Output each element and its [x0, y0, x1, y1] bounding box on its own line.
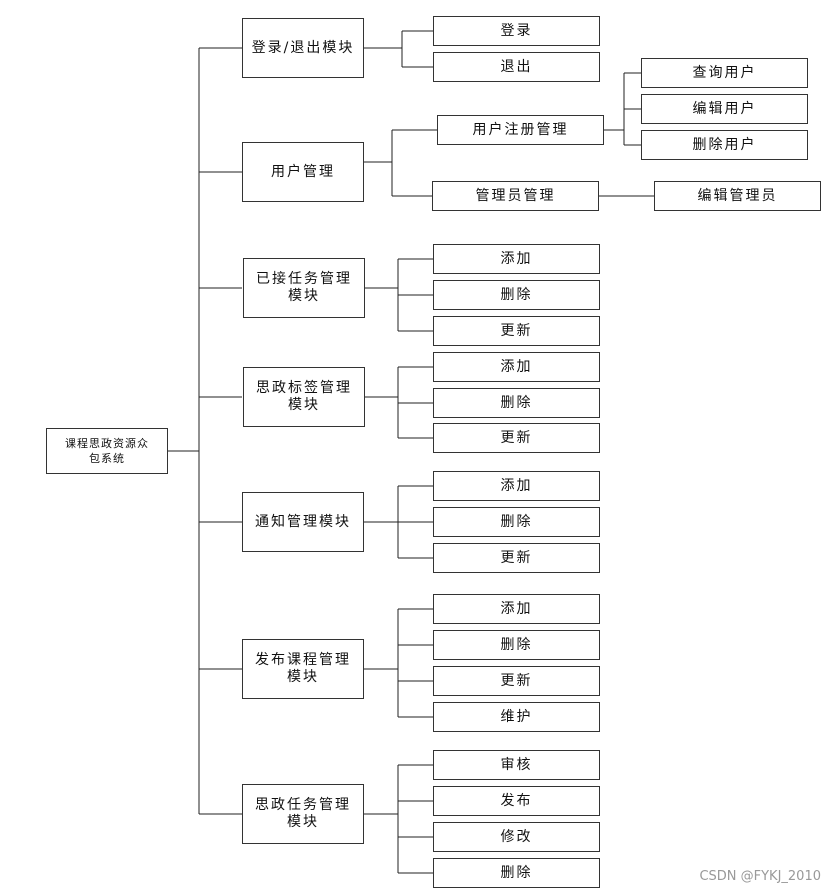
module-node: 发布课程管理模块: [242, 639, 364, 699]
sub-function-node: 编辑用户: [641, 94, 808, 124]
module-node: 通知管理模块: [242, 492, 364, 552]
function-node-label: 管理员管理: [475, 187, 556, 204]
function-node-label: 添加: [500, 358, 533, 375]
function-node: 退出: [433, 52, 600, 82]
watermark-text: CSDN @FYKJ_2010: [699, 869, 821, 884]
module-node: 思政标签管理模块: [243, 367, 365, 427]
module-node-label-line: 已接任务管理: [256, 271, 352, 287]
sub-function-node-label: 删除用户: [692, 136, 757, 153]
function-node-label: 删除: [500, 394, 533, 411]
module-node-label-line: 模块: [287, 814, 319, 830]
sub-function-node: 编辑管理员: [654, 181, 821, 211]
sub-function-node: 删除用户: [641, 130, 808, 160]
function-node-label: 维护: [500, 708, 533, 725]
sub-function-node-label: 编辑管理员: [697, 187, 778, 204]
module-node-label-line: 思政任务管理: [255, 797, 351, 813]
module-node: 用户管理: [242, 142, 364, 202]
function-node: 登录: [433, 16, 600, 46]
function-node: 删除: [433, 280, 600, 310]
function-node-label: 审核: [500, 756, 533, 773]
function-node: 审核: [433, 750, 600, 780]
function-node: 更新: [433, 543, 600, 573]
module-node-label-line: 模块: [288, 397, 320, 413]
function-node-label: 删除: [500, 286, 533, 303]
root-node-label-line: 课程思政资源众: [65, 437, 149, 450]
module-node-label: 用户管理: [271, 163, 335, 180]
function-node-label: 删除: [500, 864, 533, 881]
function-node-label: 更新: [500, 549, 533, 566]
function-node-label: 更新: [500, 672, 533, 689]
function-node: 添加: [433, 352, 600, 382]
sub-function-node-label: 编辑用户: [692, 100, 757, 117]
function-node: 删除: [433, 630, 600, 660]
sub-function-node-label: 查询用户: [692, 64, 757, 81]
function-node-label: 添加: [500, 250, 533, 267]
function-node: 发布: [433, 786, 600, 816]
function-node-label: 更新: [500, 322, 533, 339]
function-node-label: 添加: [500, 600, 533, 617]
function-node: 添加: [433, 594, 600, 624]
function-node: 删除: [433, 507, 600, 537]
function-node-label: 登录: [500, 22, 533, 39]
module-node: 已接任务管理模块: [243, 258, 365, 318]
function-node-label: 删除: [500, 636, 533, 653]
function-node-label: 退出: [500, 58, 533, 75]
function-node: 维护: [433, 702, 600, 732]
module-node-label: 登录/退出模块: [251, 39, 355, 56]
function-node: 管理员管理: [432, 181, 599, 211]
module-node-label-line: 模块: [287, 669, 319, 685]
function-node-label: 删除: [500, 513, 533, 530]
function-node: 删除: [433, 858, 600, 888]
module-node: 思政任务管理模块: [242, 784, 364, 844]
function-node-label: 更新: [500, 429, 533, 446]
module-node: 登录/退出模块: [242, 18, 364, 78]
module-node-label-line: 发布课程管理: [255, 652, 351, 668]
function-node-label: 发布: [500, 792, 533, 809]
function-node: 修改: [433, 822, 600, 852]
function-node: 添加: [433, 244, 600, 274]
function-node: 添加: [433, 471, 600, 501]
module-node-label-line: 模块: [288, 288, 320, 304]
function-node: 用户注册管理: [437, 115, 604, 145]
function-node-label: 修改: [500, 828, 533, 845]
function-node-label: 用户注册管理: [472, 121, 569, 138]
module-node-label-line: 思政标签管理: [256, 380, 352, 396]
function-node-label: 添加: [500, 477, 533, 494]
function-node: 更新: [433, 423, 600, 453]
function-node: 删除: [433, 388, 600, 418]
sub-function-node: 查询用户: [641, 58, 808, 88]
module-node-label: 通知管理模块: [255, 513, 351, 530]
function-node: 更新: [433, 666, 600, 696]
root-node-label-line: 包系统: [89, 452, 125, 465]
root-node: 课程思政资源众包系统: [46, 428, 168, 474]
function-node: 更新: [433, 316, 600, 346]
